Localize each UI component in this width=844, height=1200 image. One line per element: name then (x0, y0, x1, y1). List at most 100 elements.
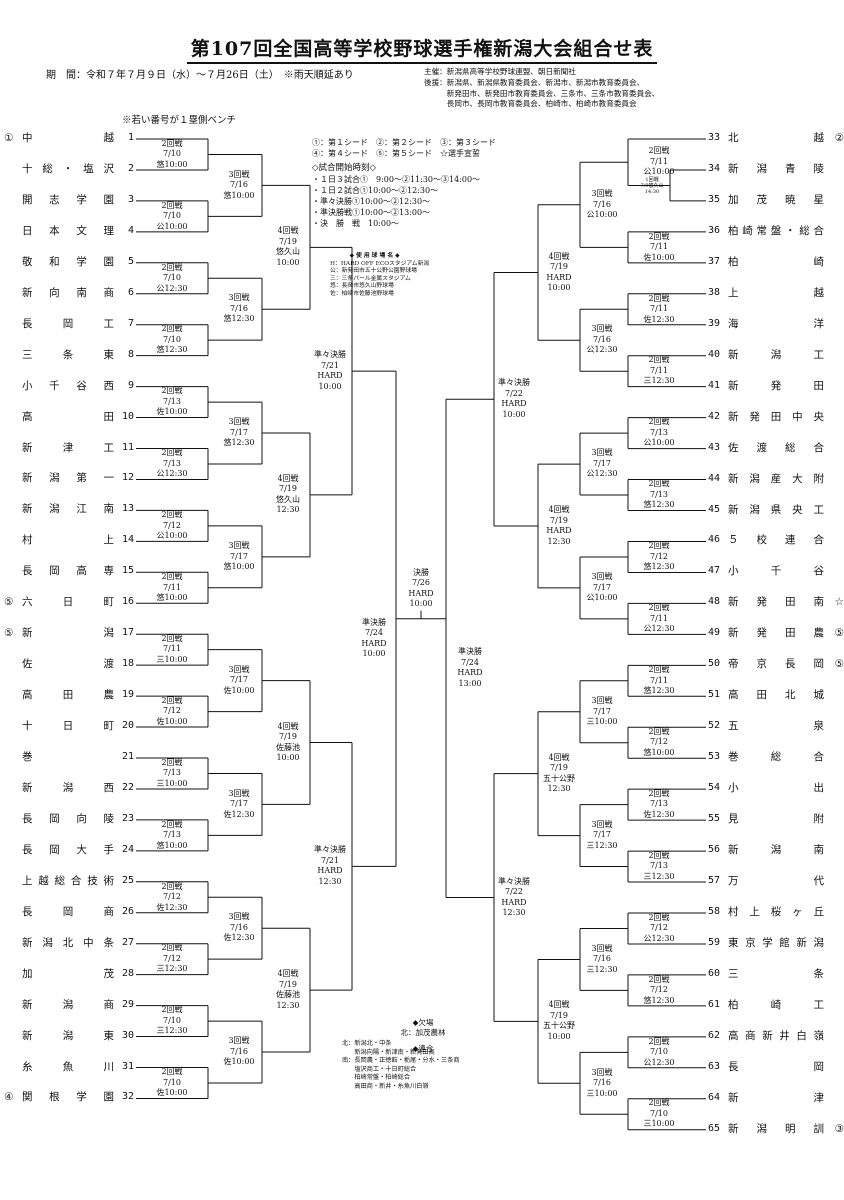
team-name: 村上 (22, 534, 114, 547)
game-info-line: 佐藤池 (276, 742, 300, 752)
game-info-line: 7/19 (550, 763, 568, 773)
team-number: 10 (121, 410, 134, 422)
team-number: 51 (708, 689, 721, 701)
game-info-line: 三10:00 (643, 1119, 675, 1129)
game-info-line: 準決勝 (362, 617, 386, 627)
team-name: 加茂 (22, 967, 114, 980)
team-number: 30 (121, 1029, 134, 1041)
seed-legend-line: ④：第４シード ⑤：第５シード ☆選手宣誓 (312, 149, 480, 158)
game-info-line: 準々決勝 (314, 350, 346, 360)
venue-line: H：HARD OFF ECOスタジアム新潟 (330, 260, 430, 267)
game-info-line: 12:30 (502, 908, 526, 918)
team-number: 3 (127, 193, 134, 205)
alliance-line: 高田商・新井・糸魚川白嶺 (342, 1082, 429, 1090)
game-info-line: 悠10:00 (156, 159, 188, 169)
alliance-line: 柏崎常盤・柏崎総合 (342, 1074, 411, 1082)
game-info-line: 準々決勝 (498, 378, 530, 388)
game-info-line: 3回戦 (228, 541, 250, 551)
game-info-line: 2回戦 (648, 1098, 670, 1108)
team-name: 高田北城 (728, 689, 824, 702)
team-name: 長岡大手 (22, 843, 114, 856)
organizers-block: 主催：新潟県高等学校野球連盟、朝日新聞社 後援：新潟県、新潟県教育委員会、新潟市… (424, 67, 659, 110)
game-info-line: 公12:30 (156, 283, 188, 293)
team-number: 45 (708, 503, 721, 515)
game-info-line: 7/10 (163, 1015, 181, 1025)
game-info-line: 4回戦 (548, 251, 570, 261)
team-number: 49 (708, 627, 721, 639)
game-info-line: HARD (546, 272, 572, 282)
game-info-line: 三12:30 (643, 376, 675, 386)
team-number: 36 (708, 224, 721, 236)
team-name: 糸魚川 (22, 1060, 114, 1073)
game-info-line: 7/13 (163, 830, 181, 840)
team-name: 五泉 (728, 720, 824, 733)
game-info-line: 準々決勝 (314, 845, 346, 855)
team-number: 57 (708, 875, 721, 887)
game-info-line: 2回戦 (648, 417, 670, 427)
game-info-line: 2回戦 (161, 943, 183, 953)
team-number: 5 (127, 255, 134, 267)
team-name: 高田 (22, 410, 114, 423)
game-info-line: 2回戦 (161, 819, 183, 829)
game-info-line: 7/12 (650, 737, 668, 747)
game-info-line: 12:30 (547, 784, 571, 794)
game-info-line: 公10:00 (643, 438, 675, 448)
game-info-line: 2回戦 (648, 974, 670, 984)
game-info-line: 2回戦 (161, 1067, 183, 1077)
team-number: 59 (708, 936, 721, 948)
game-info-line: 10:00 (547, 1031, 571, 1041)
game-info-line: 2回戦 (161, 262, 183, 272)
game-info-line: 三12:30 (586, 840, 618, 850)
game-info-line: 五十公野 (543, 773, 575, 783)
game-info-line: HARD (501, 897, 527, 907)
team-number: 18 (121, 658, 134, 670)
team-name: 帝京長岡 (728, 658, 824, 671)
team-name: 新発田 (728, 379, 824, 392)
bench-note: ※若い番号が１塁側ベンチ (122, 115, 237, 126)
seed-mark: ⑤ (834, 658, 844, 671)
game-info-line: 2回戦 (648, 541, 670, 551)
game-info-line: 佐10:00 (156, 1088, 188, 1098)
team-name: 新潟青陵 (728, 162, 824, 175)
team-name: 十日町 (22, 720, 114, 733)
team-name: 巻 (22, 751, 33, 763)
team-name: ５校連合 (728, 534, 824, 547)
game-info-line: 10:00 (318, 381, 342, 391)
game-info-line: 2回戦 (161, 695, 183, 705)
game-info-line: 2回戦 (161, 138, 183, 148)
game-info-line: 悠12:30 (223, 314, 255, 324)
game-info-line: 準決勝 (458, 647, 482, 657)
team-name: 新潟県央工 (728, 503, 824, 516)
team-number: 64 (708, 1091, 721, 1103)
game-info-line: 佐10:00 (643, 252, 675, 262)
game-info-line: 13:00 (458, 678, 482, 688)
game-info-line: 2回戦 (161, 200, 183, 210)
game-info-line: 悠10:00 (156, 593, 188, 603)
team-number: 35 (708, 193, 721, 205)
game-info-line: 7/17 (230, 675, 248, 685)
seed-mark: ③ (834, 1122, 844, 1135)
game-info-line: 悠10:00 (223, 562, 255, 572)
seed-mark: ① (4, 132, 14, 144)
game-info-line: HARD (408, 588, 434, 598)
game-info-line: 公12:30 (643, 1057, 675, 1067)
team-name: 加茂暁星 (728, 193, 824, 206)
game-info-line: 7/19 (279, 484, 297, 494)
game-info-line: 2回戦 (161, 1005, 183, 1015)
team-name: 新潟明訓 (728, 1122, 824, 1135)
game-info-line: 7/10 (650, 1047, 668, 1057)
team-name: 新潟第一 (22, 472, 114, 485)
team-name: 万代 (728, 875, 824, 888)
team-number: 50 (708, 658, 721, 670)
